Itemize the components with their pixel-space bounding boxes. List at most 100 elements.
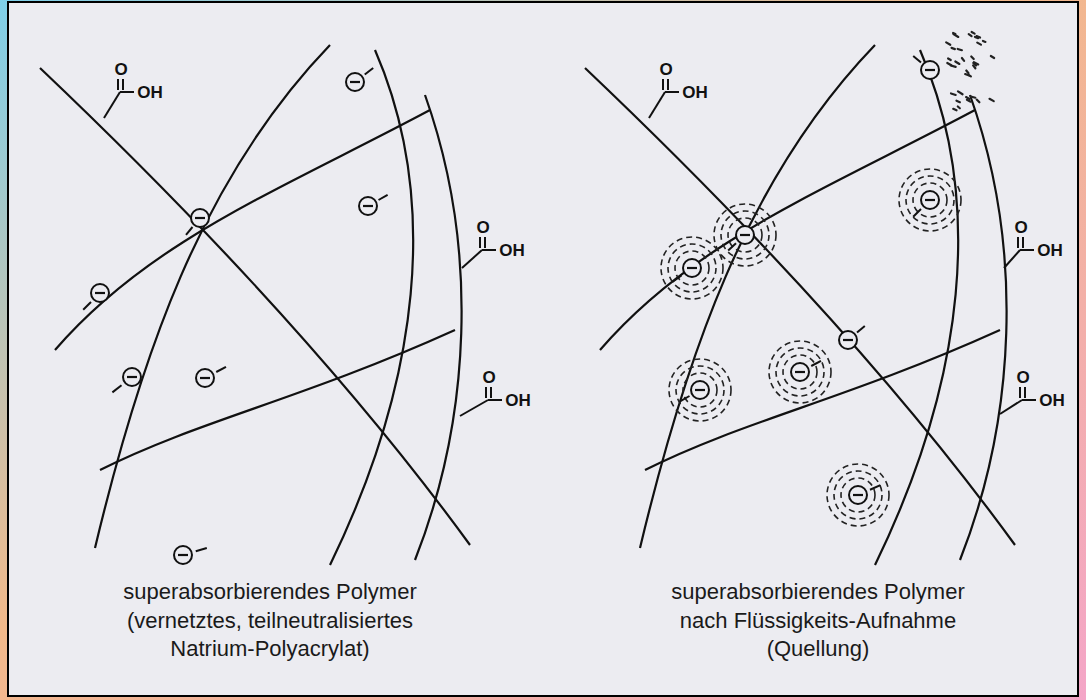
- hydration-shell: [841, 478, 875, 512]
- bond-line: [1022, 237, 1024, 248]
- atom-label: O: [482, 369, 495, 386]
- bond-line: [1020, 249, 1034, 251]
- anion-circle: [91, 284, 109, 302]
- hydration-shell: [668, 244, 716, 292]
- water-droplet: [966, 71, 968, 74]
- anion-stub: [870, 485, 880, 490]
- water-droplet: [956, 101, 959, 102]
- polymer-chain: [95, 45, 330, 548]
- anion-stub: [913, 209, 921, 217]
- anion-circle: [849, 486, 867, 504]
- water-droplet: [955, 61, 959, 63]
- anion-stub: [728, 243, 736, 250]
- hydration-shell: [769, 341, 831, 403]
- atom-label: O: [1016, 369, 1029, 386]
- water-droplet: [973, 65, 975, 68]
- bond-line: [1004, 250, 1020, 268]
- bond-line: [1017, 237, 1019, 248]
- anion-circle: [359, 197, 377, 215]
- water-spray: [946, 32, 994, 110]
- water-droplet: [958, 91, 963, 94]
- hydration-shell: [834, 471, 882, 519]
- bond-line: [460, 400, 488, 416]
- hydration-shell: [906, 176, 954, 224]
- minus-sign: [200, 377, 210, 379]
- water-droplet: [991, 56, 994, 58]
- water-droplet: [977, 43, 981, 45]
- water-droplet: [989, 99, 993, 101]
- panel-frame: [8, 2, 1078, 696]
- minus-sign: [740, 234, 750, 236]
- polymer-chain: [645, 330, 1000, 470]
- bond-line: [649, 92, 665, 118]
- water-droplet: [974, 62, 978, 64]
- polymer-chain: [640, 45, 875, 548]
- hydration-shell: [675, 251, 709, 285]
- bond-line: [1000, 400, 1022, 414]
- hydration-shell: [728, 218, 762, 252]
- anion-symbol: [112, 368, 141, 392]
- bond-line: [1024, 387, 1026, 398]
- atom-label: OH: [505, 392, 531, 409]
- bond-line: [490, 387, 492, 398]
- anion-stub: [857, 326, 865, 333]
- water-droplet: [958, 49, 962, 50]
- carboxyl-bonds: [104, 79, 1036, 416]
- minus-sign: [695, 389, 705, 391]
- anion-circle: [174, 546, 192, 564]
- polymer-chain: [600, 110, 975, 350]
- bond-line: [120, 91, 134, 93]
- hydration-shell: [721, 211, 769, 259]
- water-droplet: [951, 93, 956, 95]
- anion-circle: [196, 369, 214, 387]
- anion-symbol: [839, 326, 865, 349]
- atom-label: OH: [1039, 392, 1065, 409]
- anion-symbol: [714, 204, 776, 266]
- water-droplet: [966, 97, 969, 99]
- hydration-shell: [669, 359, 731, 421]
- anion-symbols: [83, 56, 961, 564]
- minus-sign: [795, 371, 805, 373]
- anion-symbol: [827, 464, 889, 526]
- water-droplet: [948, 58, 951, 60]
- anion-symbol: [661, 237, 723, 299]
- anion-stub: [365, 68, 373, 75]
- water-droplet: [983, 41, 985, 42]
- atom-label: O: [476, 219, 489, 236]
- anion-circle: [921, 191, 939, 209]
- bond-line: [104, 92, 120, 118]
- water-droplet: [965, 74, 969, 76]
- anion-circle: [683, 259, 701, 277]
- polymer-network: [40, 45, 470, 565]
- bond-line: [484, 237, 486, 248]
- hydration-shell: [913, 183, 947, 217]
- anion-stub: [112, 385, 121, 392]
- hydration-shell: [714, 204, 776, 266]
- anion-symbol: [196, 367, 226, 387]
- water-droplet: [952, 48, 955, 49]
- anion-symbol: [186, 209, 209, 235]
- bond-line: [485, 387, 487, 398]
- minus-sign: [687, 267, 697, 269]
- bond-line: [667, 79, 669, 90]
- bond-line: [117, 79, 119, 90]
- anion-symbol: [769, 341, 831, 403]
- water-droplet: [972, 32, 975, 34]
- anion-circle: [736, 226, 754, 244]
- anion-circle: [839, 331, 857, 349]
- bond-line: [462, 250, 482, 268]
- water-droplet: [967, 100, 971, 102]
- hydration-shell: [776, 348, 824, 396]
- water-droplet: [962, 58, 964, 61]
- minus-sign: [350, 81, 360, 83]
- anion-circle: [691, 381, 709, 399]
- hydration-shell: [899, 169, 961, 231]
- anion-stub: [913, 56, 921, 63]
- hydration-shell: [661, 237, 723, 299]
- bond-line: [122, 79, 124, 90]
- polymer-chain: [330, 50, 413, 565]
- anion-stub: [811, 361, 821, 366]
- caption: superabsorbierendes Polymer (vernetztes,…: [120, 578, 420, 664]
